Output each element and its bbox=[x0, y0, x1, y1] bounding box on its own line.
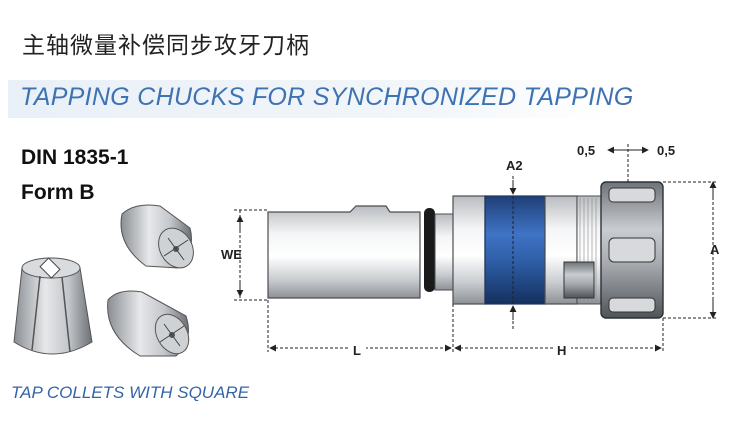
tap-collet-top-icon bbox=[120, 204, 194, 269]
form-type: Form B bbox=[21, 181, 95, 204]
collets-caption: TAP COLLETS WITH SQUARE bbox=[11, 383, 250, 402]
english-title: TAPPING CHUCKS FOR SYNCHRONIZED TAPPING bbox=[20, 83, 634, 111]
dim-label-l: L bbox=[353, 343, 361, 358]
chinese-title: 主轴微量补偿同步攻牙刀柄 bbox=[22, 33, 310, 59]
title-banner bbox=[8, 80, 606, 118]
dim-label-offset-left: 0,5 bbox=[577, 143, 595, 158]
dim-label-offset-right: 0,5 bbox=[657, 143, 675, 158]
dim-label-a2: A2 bbox=[506, 158, 523, 173]
dim-label-a: A bbox=[710, 242, 720, 257]
tapping-chuck-drawing bbox=[267, 181, 664, 319]
dim-label-h: H bbox=[557, 343, 566, 358]
dim-label-we: WE bbox=[221, 247, 242, 262]
tap-collet-large-icon bbox=[13, 257, 93, 355]
din-standard: DIN 1835-1 bbox=[21, 146, 129, 169]
tap-collet-bottom-icon bbox=[107, 290, 190, 357]
